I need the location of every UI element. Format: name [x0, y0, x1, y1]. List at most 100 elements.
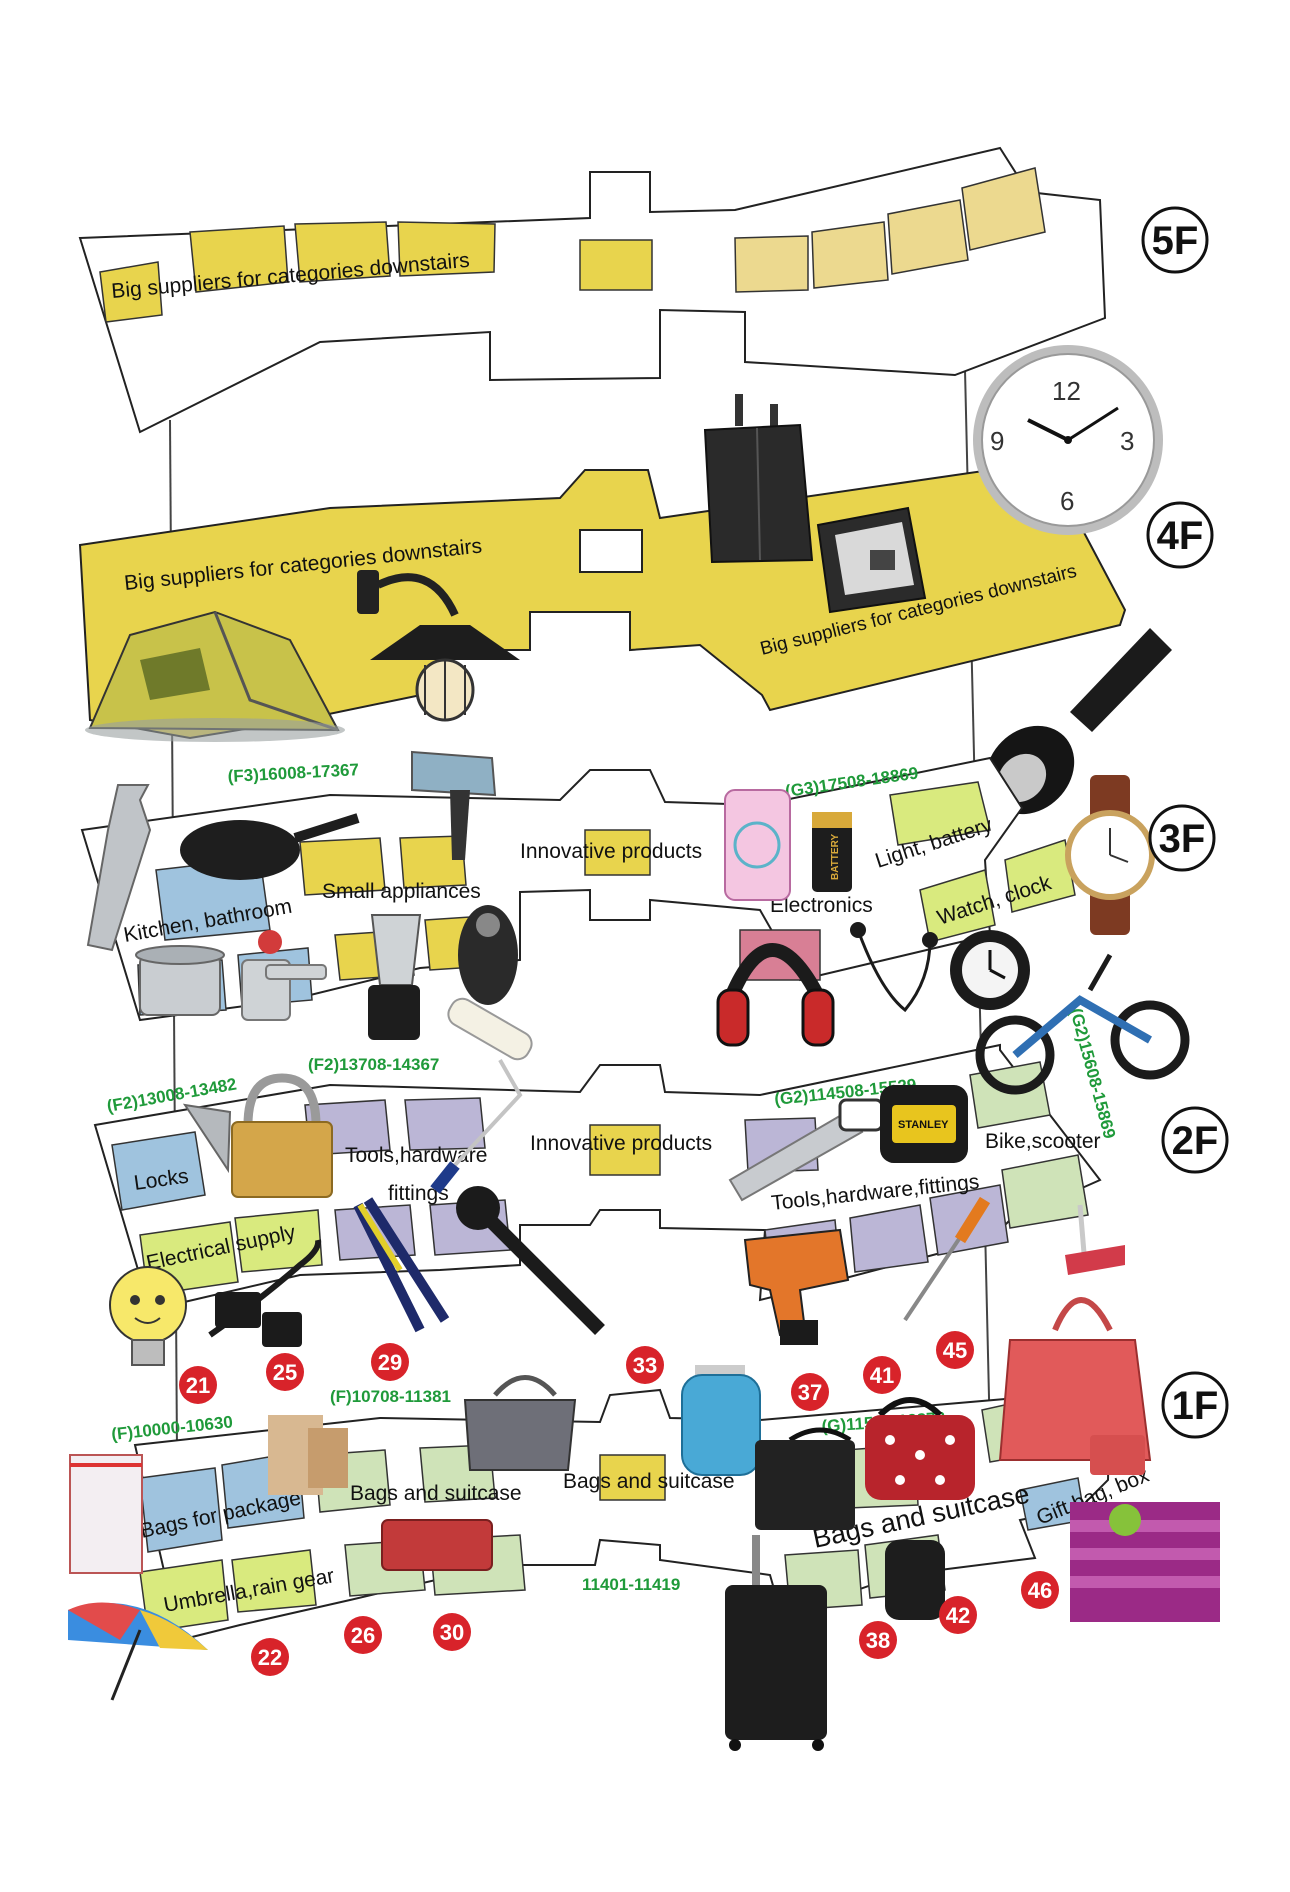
entrance-badge: 37: [791, 1373, 829, 1411]
entrance-badge: 29: [371, 1343, 409, 1381]
entrance-badge: 41: [863, 1356, 901, 1394]
floor-marker-5f: 5F: [1141, 206, 1209, 274]
tent-icon: [85, 610, 345, 742]
shaver-icon: [458, 905, 518, 1005]
entrance-badge: 33: [626, 1346, 664, 1384]
earphones-icon: [850, 922, 938, 1013]
svg-text:21: 21: [186, 1373, 210, 1398]
tape-brand-label: STANLEY: [898, 1119, 949, 1131]
svg-text:46: 46: [1028, 1578, 1052, 1603]
floor-3f-electronics-label: Electronics: [770, 894, 873, 917]
floor-1f-range-left-b: (F)10708-11381: [330, 1387, 451, 1406]
school-backpack-icon: [681, 1365, 761, 1476]
svg-text:33: 33: [633, 1353, 657, 1378]
floor-2f-booths: [111, 1061, 1089, 1296]
alarm-clock-icon: [950, 930, 1030, 1010]
clock-number-9: 9: [990, 426, 1004, 456]
entrance-badge: 38: [859, 1621, 897, 1659]
tool-case-icon: [816, 506, 927, 614]
polka-handbag-icon: [865, 1397, 975, 1500]
headphones-icon: [716, 943, 835, 1047]
pot-icon: [135, 945, 225, 1016]
wrench-icon: [456, 1186, 605, 1335]
battery-icon: BATTERY: [812, 812, 852, 892]
svg-text:42: 42: [946, 1603, 970, 1628]
floor-2f-tools-left-label-1: Tools,hardware: [345, 1144, 487, 1167]
padlock-icon: [182, 1073, 333, 1198]
umbrella-icon: [68, 1602, 208, 1701]
svg-text:45: 45: [943, 1338, 967, 1363]
clock-number-12: 12: [1052, 376, 1081, 406]
gift-bag-icon: [1070, 1502, 1220, 1622]
faucet-icon: [241, 930, 327, 1021]
floor-5f-booths: [99, 167, 1046, 323]
paint-roller-icon: [430, 997, 533, 1194]
svg-text:3F: 3F: [1159, 817, 1206, 861]
floor-2f-range-vertical: (G2)15608-15869: [1066, 1006, 1119, 1141]
balance-bike-icon: [975, 953, 1190, 1095]
water-bottle-icon: [86, 784, 152, 952]
svg-text:29: 29: [378, 1350, 402, 1375]
floor-3f: (F3)16008-17367 (G3)17508-18869 Kitchen,…: [80, 750, 1155, 1047]
blender-icon: [368, 914, 422, 1040]
suitcase-icon: [725, 1535, 827, 1751]
wristwatch-icon: [1065, 775, 1155, 935]
floor-1f-range-center: 11401-11419: [582, 1575, 680, 1594]
floor-1f: (F)10000-10630 (F)10708-11381 11401-1141…: [68, 1297, 1220, 1751]
wall-lamp-icon: [357, 570, 520, 722]
clock-number-3: 3: [1120, 426, 1134, 456]
tape-measure-icon: STANLEY: [880, 1085, 968, 1163]
entrance-badge: 21: [179, 1366, 217, 1404]
floor-2f-innovative-label: Innovative products: [530, 1132, 712, 1155]
entrance-badge: 42: [939, 1596, 977, 1634]
floor-1f-bags-left-label: Bags and suitcase: [350, 1482, 522, 1505]
laptop-bag-icon: [755, 1427, 855, 1530]
svg-text:22: 22: [258, 1645, 282, 1670]
hair-dryer-icon: [411, 750, 497, 860]
wallet-icon: [381, 1519, 493, 1571]
wall-clock-icon: 12 3 6 9: [973, 345, 1163, 535]
entrance-badge: 46: [1021, 1571, 1059, 1609]
entrance-badges: 21 25 29 33 37 41 45 22 26 30 38 42 46: [179, 1331, 1059, 1676]
floor-markers: 5F 4F 3F 2F 1F: [1141, 206, 1229, 1439]
floor-1f-bags-center-label: Bags and suitcase: [563, 1470, 735, 1493]
floor-marker-2f: 2F: [1161, 1106, 1229, 1174]
lightbulb-icon: [109, 1266, 187, 1366]
svg-text:26: 26: [351, 1623, 375, 1648]
floor-marker-4f: 4F: [1146, 501, 1214, 569]
svg-text:2F: 2F: [1172, 1119, 1219, 1163]
floor-marker-1f: 1F: [1161, 1371, 1229, 1439]
saw-icon: [728, 1098, 884, 1202]
handbag-icon: [463, 1375, 577, 1471]
svg-text:38: 38: [866, 1628, 890, 1653]
entrance-badge: 22: [251, 1638, 289, 1676]
clock-number-6: 6: [1060, 486, 1074, 516]
trolley-case-icon: [703, 394, 814, 564]
backpack-icon: [885, 1540, 945, 1620]
plug-cable-icon: [208, 1239, 322, 1347]
svg-text:1F: 1F: [1172, 1384, 1219, 1428]
svg-text:4F: 4F: [1157, 514, 1204, 558]
entrance-badge: 25: [266, 1353, 304, 1391]
entrance-badge: 45: [936, 1331, 974, 1369]
floor-3f-range-left: (F3)16008-17367: [227, 760, 359, 786]
floor-4f: Big suppliers for categories downstairs …: [78, 345, 1172, 815]
floor-5f: Big suppliers for categories downstairs: [78, 146, 1107, 434]
paper-bag-icon: [268, 1415, 348, 1495]
floor-2f-range-left-b: (F2)13708-14367: [308, 1055, 439, 1074]
floor-3f-appliances-label: Small appliances: [322, 880, 481, 903]
entrance-badge: 26: [344, 1616, 382, 1654]
svg-text:30: 30: [440, 1620, 464, 1645]
floor-marker-3f: 3F: [1148, 804, 1216, 872]
svg-text:37: 37: [798, 1380, 822, 1405]
tote-bag-icon: [998, 1297, 1152, 1475]
phone-case-icon: [724, 789, 791, 901]
screwdriver-icon: [903, 1196, 991, 1322]
drill-icon: [743, 1228, 850, 1345]
svg-text:41: 41: [870, 1363, 894, 1388]
bolt-cutter-icon: [353, 1197, 450, 1333]
scooter-icon: [1065, 1204, 1125, 1275]
zip-bag-icon: [69, 1454, 143, 1574]
battery-label: BATTERY: [830, 834, 841, 880]
